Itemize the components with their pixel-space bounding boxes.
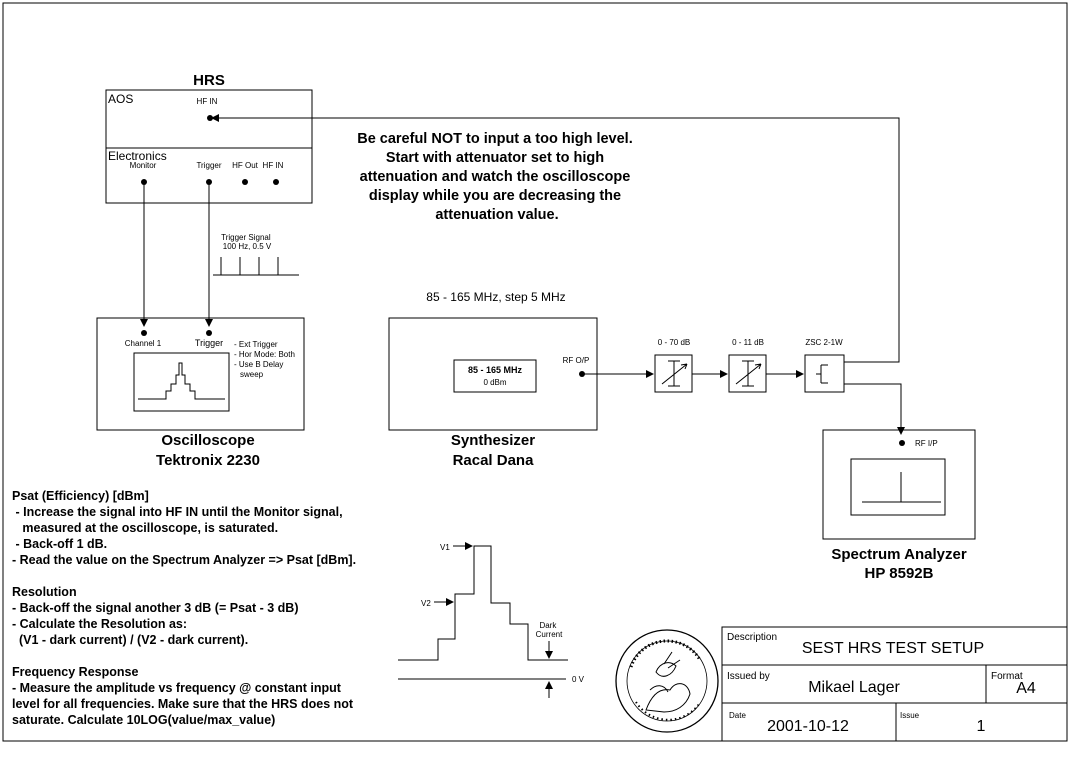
trigger-pulse-train: [213, 257, 299, 276]
v1-label: V1: [440, 543, 450, 552]
title-block: [721, 626, 1068, 742]
osc-settings: - Ext Trigger - Hor Mode: Both - Use B D…: [234, 340, 297, 379]
hf-out-label: HF Out: [232, 161, 259, 170]
sa-rf-in-label: RF I/P: [915, 439, 938, 448]
format-label: Format: [991, 671, 1023, 682]
hf-out-port: [242, 179, 248, 185]
attenuator-1-symbol: [661, 360, 688, 387]
format-value: A4: [1016, 680, 1036, 697]
dark-current-label: Dark Current: [536, 621, 563, 639]
hf-in-port: [273, 179, 279, 185]
osc-trace: [138, 362, 225, 400]
splitter-to-sa-wire: [844, 383, 905, 435]
issued-by-label: Issued by: [727, 671, 770, 682]
page-frame: [2, 2, 1068, 742]
description-value: SEST HRS TEST SETUP: [802, 640, 984, 657]
trigger-signal-label: Trigger Signal 100 Hz, 0.5 V: [221, 233, 273, 251]
att2-label: 0 - 11 dB: [732, 338, 764, 347]
synthesizer-model: Racal Dana: [453, 452, 535, 469]
issue-value: 1: [977, 718, 986, 735]
sa-name: Spectrum Analyzer: [831, 546, 966, 563]
synth-display-level: 0 dBm: [483, 378, 506, 387]
date-label: Date: [729, 711, 746, 720]
splitter-label: ZSC 2-1W: [805, 338, 843, 347]
channel1-label: Channel 1: [125, 339, 162, 348]
rf-out-label: RF O/P: [563, 356, 590, 365]
issued-by-value: Mikael Lager: [808, 679, 900, 696]
att1-label: 0 - 70 dB: [658, 338, 690, 347]
warning-note: Be careful NOT to input a too high level…: [357, 131, 637, 223]
attenuator-2-symbol: [735, 360, 762, 387]
sa-rf-in-port: [899, 440, 905, 446]
issue-label: Issue: [900, 711, 920, 720]
spectrum-analyzer-box: [822, 429, 976, 540]
osc-screen: [133, 352, 230, 412]
osc-trigger-port: [206, 330, 212, 336]
osc-trigger-label: Trigger: [195, 338, 223, 348]
resolution-section: Resolution - Back-off the signal another…: [12, 585, 302, 647]
v2-label: V2: [421, 599, 431, 608]
waveform-trace: [398, 545, 568, 661]
monitor-label: Monitor: [130, 161, 157, 170]
hrs-title: HRS: [193, 72, 225, 89]
description-label: Description: [727, 632, 777, 643]
aos-hf-in-label: HF IN: [197, 97, 218, 106]
oscilloscope-name: Oscilloscope: [161, 432, 254, 449]
oscilloscope-model: Tektronix 2230: [156, 452, 260, 469]
frequency-response-section: Frequency Response - Measure the amplitu…: [12, 665, 357, 727]
synth-range-label: 85 - 165 MHz, step 5 MHz: [426, 290, 565, 304]
splitter-to-hrs-wire: [211, 114, 900, 363]
date-value: 2001-10-12: [767, 718, 849, 735]
sa-screen: [850, 458, 946, 516]
splitter-symbol: [816, 364, 828, 384]
hrs-trigger-label: Trigger: [196, 161, 221, 170]
sa-model: HP 8592B: [865, 565, 934, 582]
psat-section: Psat (Efficiency) [dBm] - Increase the s…: [12, 489, 356, 567]
company-seal-logo: [615, 629, 719, 733]
sa-trace: [862, 472, 941, 503]
splitter: [804, 354, 845, 393]
oscilloscope-box: [96, 317, 305, 431]
electronics-label: Electronics: [108, 149, 167, 163]
hf-in-label: HF IN: [263, 161, 284, 170]
aos-label: AOS: [108, 92, 133, 106]
channel1-port: [141, 330, 147, 336]
synth-display-freq: 85 - 165 MHz: [468, 365, 523, 375]
synth-display: [453, 359, 537, 393]
zero-volt-label: 0 V: [572, 675, 585, 684]
synthesizer-name: Synthesizer: [451, 432, 535, 449]
